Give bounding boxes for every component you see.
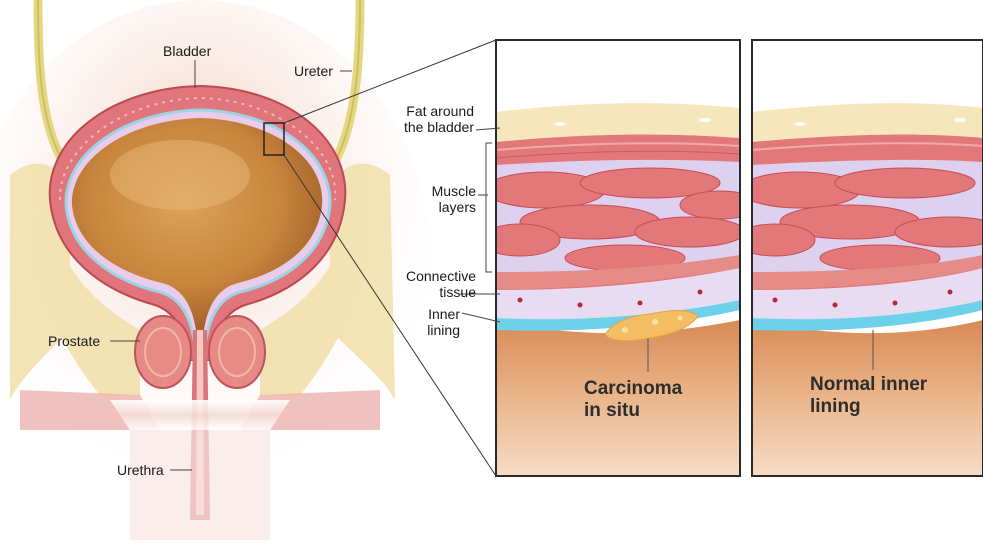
bladder-label: Bladder bbox=[163, 43, 211, 59]
inner-label: Inner lining bbox=[400, 306, 460, 338]
carcinoma-label-line2: in situ bbox=[584, 400, 682, 422]
connective-label: Connective tissue bbox=[382, 268, 476, 300]
inner-label-line1: Inner bbox=[400, 306, 460, 322]
bladder-cross-section bbox=[0, 0, 430, 540]
prostate-label: Prostate bbox=[48, 333, 100, 349]
normal-label: Normal inner lining bbox=[810, 374, 927, 418]
muscle-label-line2: layers bbox=[406, 199, 476, 215]
carcinoma-label: Carcinoma in situ bbox=[584, 378, 682, 422]
muscle-label: Muscle layers bbox=[406, 183, 476, 215]
urethra-label: Urethra bbox=[117, 462, 164, 478]
carcinoma-label-line1: Carcinoma bbox=[584, 378, 682, 400]
connective-label-line1: Connective bbox=[382, 268, 476, 284]
ureter-label: Ureter bbox=[294, 63, 333, 79]
connective-label-line2: tissue bbox=[382, 284, 476, 300]
normal-label-line1: Normal inner bbox=[810, 374, 927, 396]
inner-label-line2: lining bbox=[400, 322, 460, 338]
muscle-label-line1: Muscle bbox=[406, 183, 476, 199]
fat-label-line1: Fat around bbox=[380, 103, 474, 119]
fat-label-line2: the bladder bbox=[380, 119, 474, 135]
normal-label-line2: lining bbox=[810, 396, 927, 418]
fat-label: Fat around the bladder bbox=[380, 103, 474, 135]
